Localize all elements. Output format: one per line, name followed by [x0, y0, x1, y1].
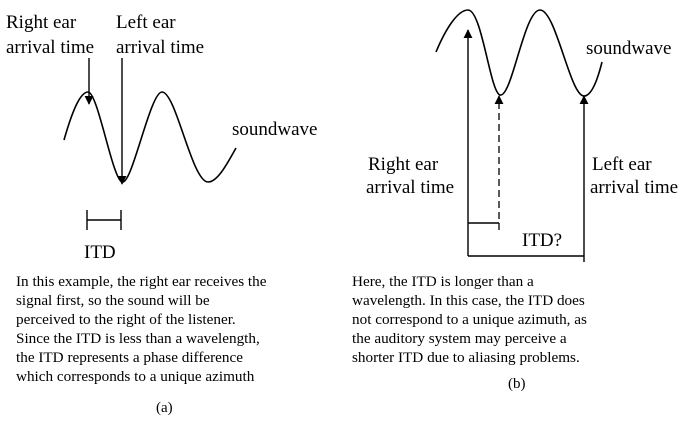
svg-text:the auditory system may percei: the auditory system may perceive a	[352, 330, 567, 347]
left-arrival-label-b: Left ear	[592, 154, 652, 175]
soundwave-b	[435, 9, 603, 97]
itd-bracket-a	[86, 210, 122, 230]
svg-text:signal first, so the sound wil: signal first, so the sound will be	[16, 292, 210, 309]
soundwave-a	[63, 91, 237, 183]
caption-b: (b)	[508, 376, 526, 392]
description-a: In this example, the right ear receives …	[16, 273, 267, 385]
right-arrival-label-a-2: arrival time	[6, 37, 94, 58]
left-arrival-label-a-2: arrival time	[116, 37, 204, 58]
svg-text:In this example, the right ear: In this example, the right ear receives …	[16, 273, 267, 290]
panel-b: soundwave Right ear arrival time Left ea…	[352, 9, 678, 392]
soundwave-label-a: soundwave	[232, 119, 317, 140]
description-b: Here, the ITD is longer than a wavelengt…	[352, 273, 587, 366]
svg-text:Since the ITD is less than a w: Since the ITD is less than a wavelength,	[16, 330, 260, 347]
caption-a: (a)	[156, 400, 173, 416]
right-arrival-label-b-2: arrival time	[366, 177, 454, 198]
svg-text:wavelength. In this case, the: wavelength. In this case, the ITD does	[352, 292, 585, 309]
soundwave-label-b: soundwave	[586, 38, 671, 59]
svg-text:Here, the ITD is longer than a: Here, the ITD is longer than a	[352, 273, 534, 290]
panel-a: Right ear arrival time Left ear arrival …	[6, 12, 317, 416]
svg-text:the ITD represents a phase dif: the ITD represents a phase difference	[16, 349, 243, 366]
itd-label-b: ITD?	[522, 230, 562, 251]
right-arrival-label-b: Right ear	[368, 154, 439, 175]
left-arrival-label-a: Left ear	[116, 12, 176, 33]
svg-text:perceived to the right of the: perceived to the right of the listener.	[16, 311, 236, 328]
svg-text:shorter ITD due to aliasing pr: shorter ITD due to aliasing problems.	[352, 349, 580, 366]
svg-text:not correspond to a unique azi: not correspond to a unique azimuth, as	[352, 311, 587, 328]
right-arrival-label-a: Right ear	[6, 12, 77, 33]
svg-text:which corresponds to a unique: which corresponds to a unique azimuth	[16, 368, 255, 385]
itd-label-a: ITD	[84, 242, 116, 263]
left-arrival-label-b-2: arrival time	[590, 177, 678, 198]
